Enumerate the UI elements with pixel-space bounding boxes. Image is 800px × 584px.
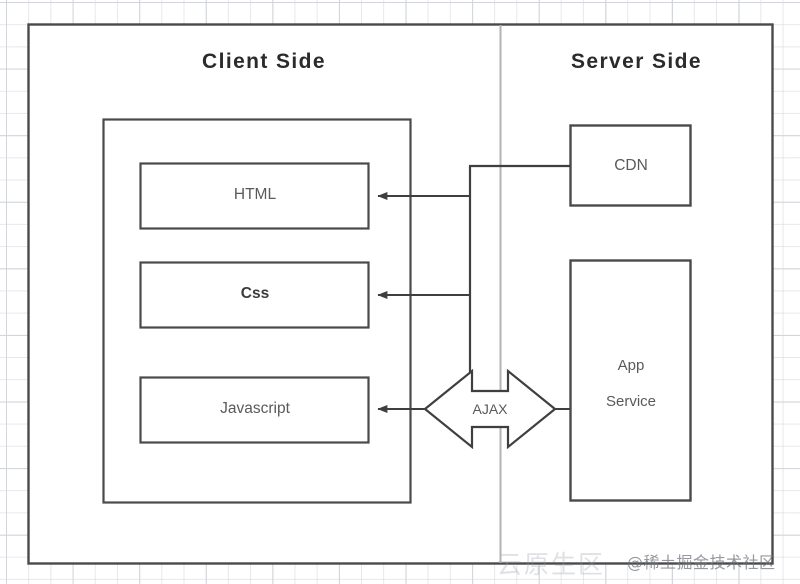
- html-box-label: HTML: [233, 186, 277, 203]
- app-service-label-line2: Service: [605, 393, 657, 410]
- cdn-box[interactable]: [569, 124, 692, 207]
- javascript-box[interactable]: [139, 376, 370, 444]
- client-side-title: Client Side: [202, 50, 326, 73]
- cdn-box-label: CDN: [614, 157, 648, 174]
- app-service-box[interactable]: [569, 259, 692, 502]
- html-box[interactable]: [139, 162, 370, 230]
- community-watermark: @稀土掘金技术社区: [627, 553, 776, 572]
- server-side-title: Server Side: [571, 50, 702, 73]
- background-watermark: 云原生区: [497, 550, 606, 579]
- ajax-connector-label: AJAX: [472, 401, 508, 417]
- css-box[interactable]: [139, 261, 370, 329]
- app-service-label-line1: App: [617, 357, 645, 374]
- css-box-label: Css: [240, 285, 270, 302]
- javascript-box-label: Javascript: [220, 400, 290, 417]
- cdn-trunk-connector: [468, 164, 570, 380]
